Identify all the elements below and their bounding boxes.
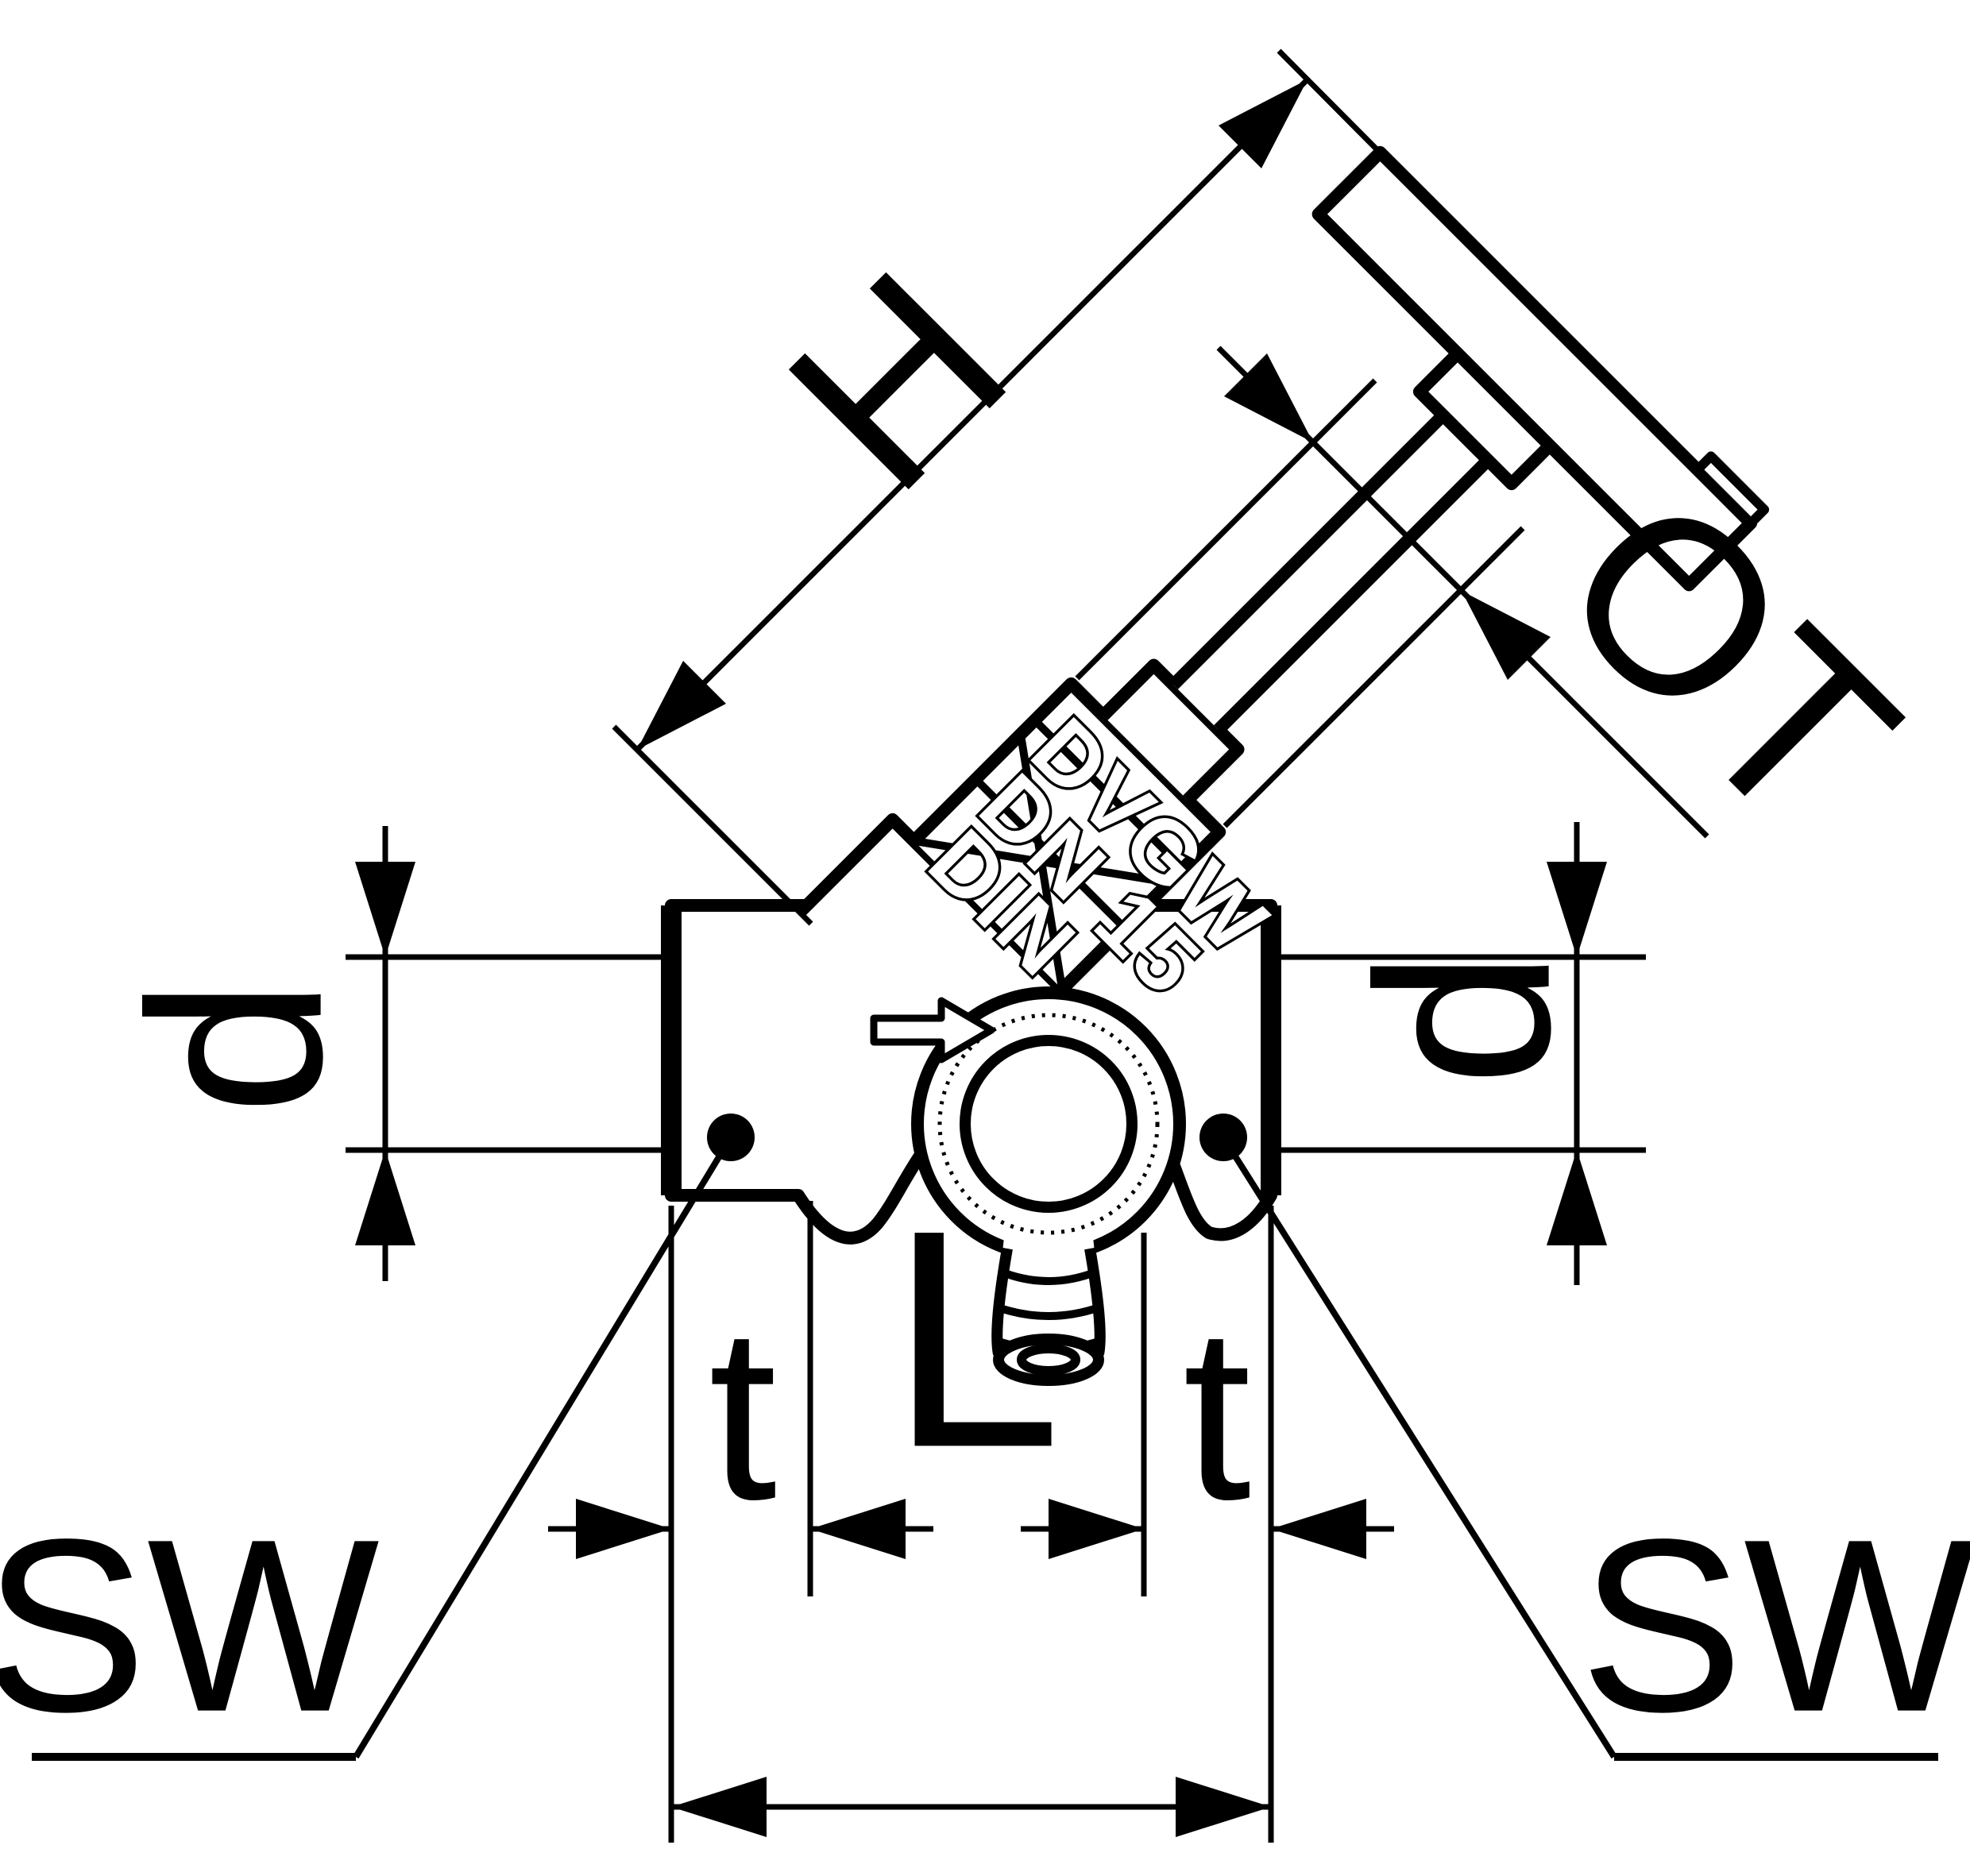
h-arrowhead-lower <box>637 661 726 750</box>
t-left-arrowhead-right <box>810 1499 906 1559</box>
drain-boss <box>911 986 1186 1386</box>
d-right-arrowhead-top <box>1547 862 1607 957</box>
dimension-l: L <box>671 1165 1271 1837</box>
sw-left-label: SW <box>0 1488 382 1763</box>
dimension-d-left: d <box>98 826 667 1281</box>
callout-sw-right: SW <box>1199 1114 1970 1763</box>
ot-arrowhead-upper <box>1224 353 1313 442</box>
d-left-arrowhead-top <box>355 862 415 957</box>
t-right-dimension-label: t <box>1183 1276 1252 1551</box>
flow-direction-arrow-icon <box>870 997 995 1063</box>
drain-boss-inner-circle <box>960 1035 1138 1213</box>
bonnet-hex-line-2 <box>1016 733 1067 990</box>
d-left-dimension-label: d <box>98 979 373 1115</box>
dimension-t-right: t <box>1021 1206 1394 1843</box>
valve-stem-fill <box>1173 398 1505 730</box>
handle-hub-fill <box>1419 353 1550 484</box>
l-dimension-label: L <box>890 1165 1062 1511</box>
ot-extension-line-lower <box>1223 526 1525 828</box>
h-extension-line-upper <box>1277 48 1393 166</box>
ot-dimension-label: OT <box>1511 442 1948 878</box>
bonnet-stem-handle <box>795 145 1770 1108</box>
handle-hub-edge <box>1412 349 1555 491</box>
sw-right-leader-line <box>1220 1135 1617 1759</box>
sw-right-label: SW <box>1579 1488 1970 1763</box>
t-left-arrowhead-left <box>576 1499 671 1559</box>
drain-barb-fill <box>996 1237 1101 1354</box>
dimension-d-right: d <box>1280 822 1646 1285</box>
t-left-dimension-label: t <box>709 1276 778 1551</box>
drain-barb-tip-bore <box>1017 1344 1080 1376</box>
drain-boss-knurl-ring <box>937 1013 1160 1235</box>
ot-arrowhead-lower <box>1462 591 1551 680</box>
d-left-arrowhead-bottom <box>355 1150 415 1245</box>
h-dimension-label: H <box>736 220 1057 541</box>
d-right-dimension-label: d <box>1326 950 1601 1087</box>
d-right-arrowhead-bottom <box>1547 1150 1607 1245</box>
l-arrowhead-left <box>671 1777 767 1837</box>
t-right-arrowhead-right <box>1271 1499 1366 1559</box>
h-dimension-line <box>635 77 1310 752</box>
ot-extension-line-upper <box>1075 378 1377 681</box>
drain-barb-rib-1 <box>1001 1268 1096 1285</box>
callout-sw-left: SW <box>0 1114 755 1763</box>
t-handle-end-cap <box>1692 451 1770 528</box>
bonnet-ring-line-2 <box>1032 717 1186 871</box>
bonnet-ring-line-1 <box>972 776 1127 931</box>
h-extension-line-lower <box>612 724 813 926</box>
h-arrowhead-upper <box>1219 79 1308 168</box>
dimension-t-left: t <box>548 1201 933 1843</box>
drain-barb-rib-2 <box>996 1303 1101 1320</box>
sw-left-leader-line <box>353 1135 734 1759</box>
t-handle-bar <box>1311 145 1758 592</box>
t-right-arrowhead-left <box>1049 1499 1144 1559</box>
l-arrowhead-right <box>1176 1777 1271 1837</box>
bonnet-neck-fill <box>1103 665 1238 801</box>
